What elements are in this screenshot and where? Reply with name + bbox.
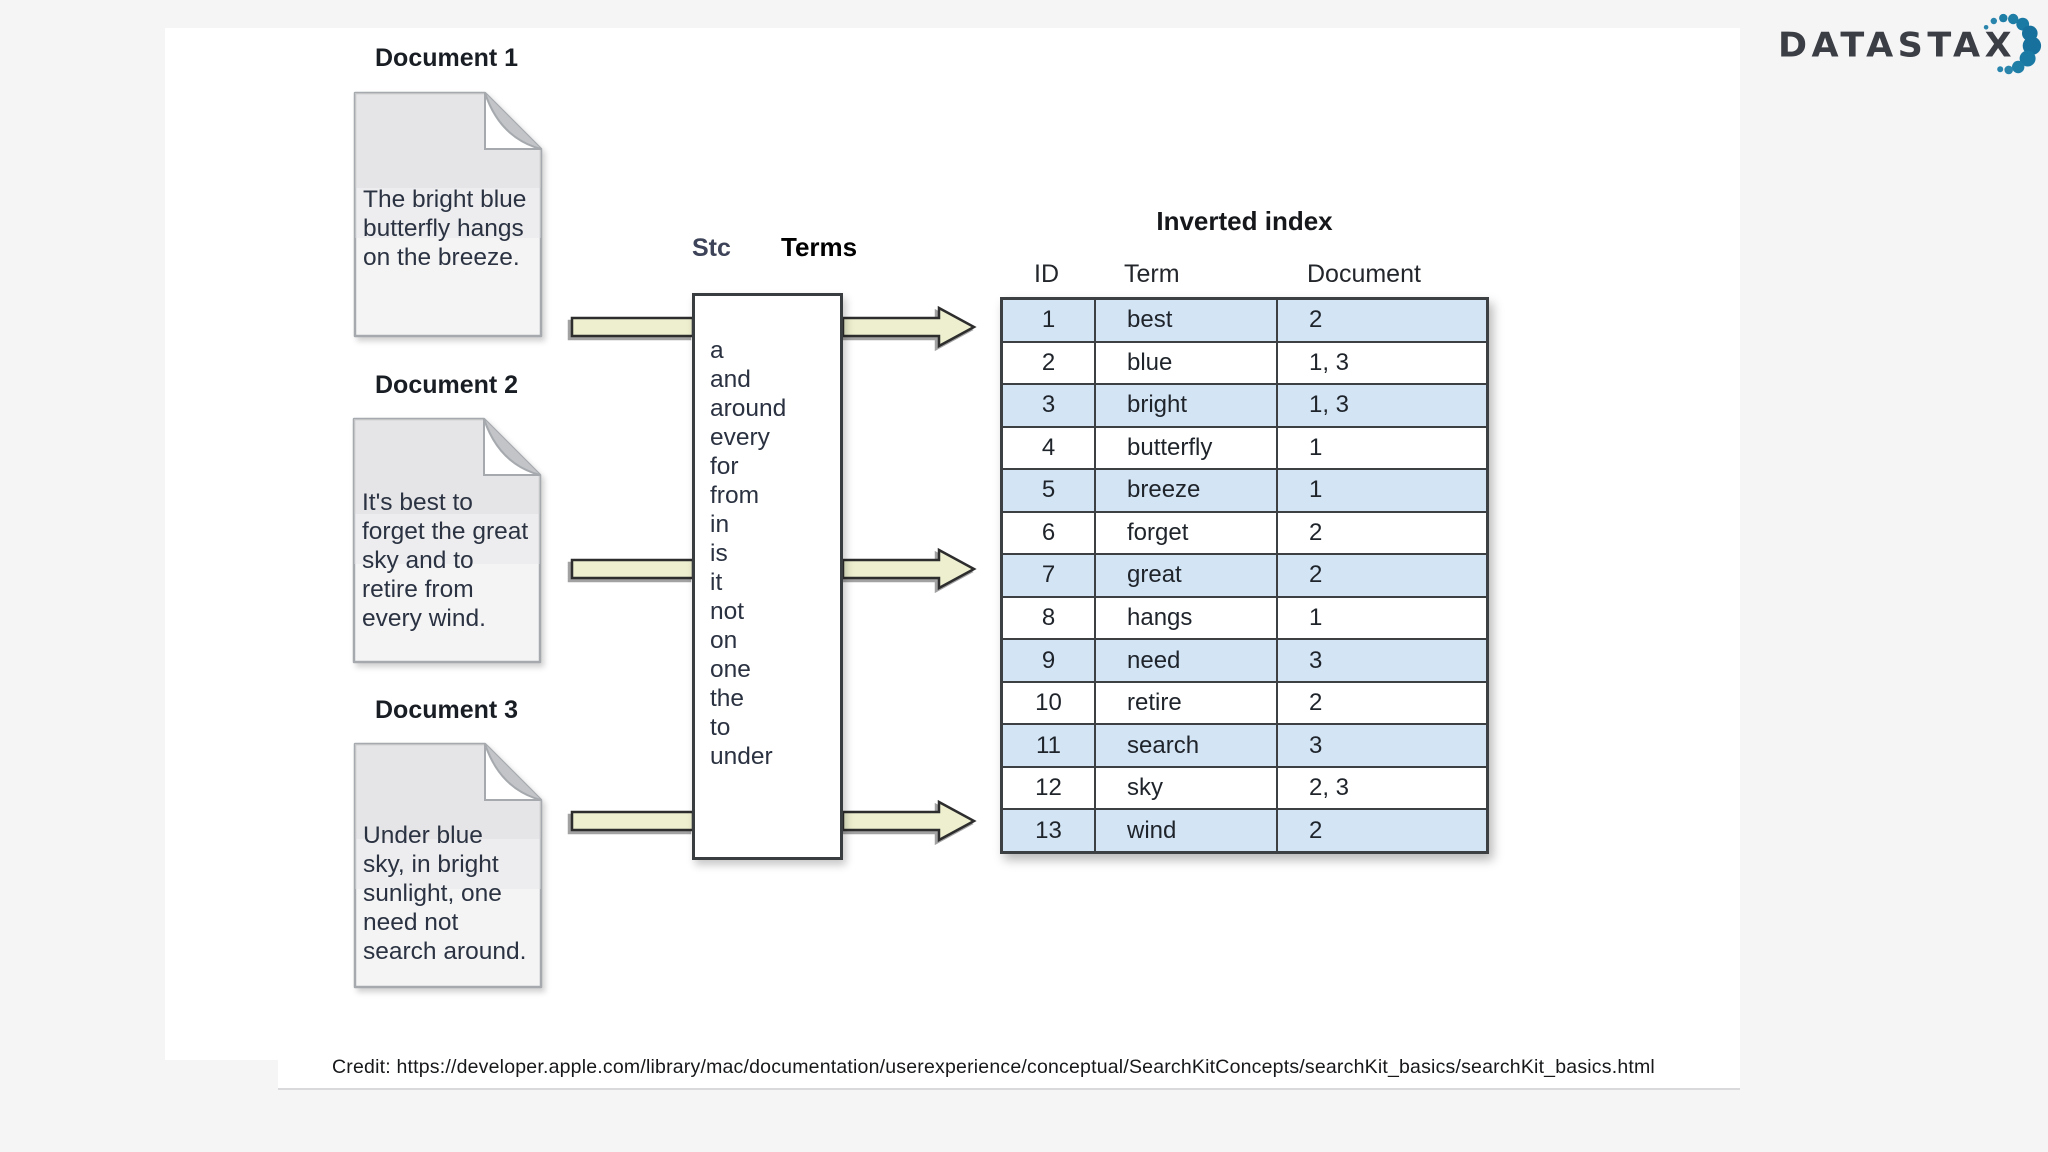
cell-document: 1, 3 — [1276, 385, 1486, 426]
flow-bar-doc2-icon — [570, 558, 695, 580]
cell-id: 12 — [1035, 774, 1062, 802]
stop-word: a — [710, 337, 724, 364]
document-3-text: Under blue sky, in bright sunlight, one … — [363, 822, 527, 965]
cell-document: 1 — [1276, 597, 1486, 639]
flow-bar-doc1-icon — [570, 316, 695, 338]
cell-document: 3 — [1276, 725, 1486, 766]
stop-word: under — [710, 743, 773, 770]
cell-term: blue — [1094, 342, 1276, 384]
flow-arrow-index1-icon — [841, 305, 977, 349]
cell-document: 2 — [1276, 810, 1486, 851]
column-header-id: ID — [1034, 260, 1059, 288]
cell-term: search — [1094, 725, 1276, 766]
flow-bar-doc3-icon — [570, 810, 695, 832]
cell-id: 9 — [1041, 646, 1056, 674]
cell-id: 7 — [1041, 561, 1056, 589]
document-1-page-icon: The bright blue butterfly hangs on the b… — [350, 88, 546, 341]
cell-id: 13 — [1035, 816, 1062, 844]
stop-word: the — [710, 685, 745, 712]
cell-id: 8 — [1041, 603, 1056, 631]
cell-term: breeze — [1094, 470, 1276, 511]
flow-arrow-index2-icon — [841, 547, 977, 591]
page-icon — [352, 417, 542, 664]
stop-word: it — [710, 569, 723, 596]
cell-id: 10 — [1035, 689, 1062, 717]
stopwords-partial-label: Stc — [692, 234, 731, 262]
page-icon — [353, 91, 543, 338]
credit-line: Credit: https://developer.apple.com/libr… — [332, 1055, 1655, 1078]
cell-id: 11 — [1036, 731, 1061, 759]
cell-id: 5 — [1041, 476, 1056, 504]
stop-word: not — [710, 598, 745, 625]
datastax-dots-icon — [1983, 13, 2042, 75]
cell-id: 1 — [1041, 306, 1056, 334]
stop-word: from — [710, 482, 759, 509]
cell-document: 1, 3 — [1276, 342, 1486, 384]
cell-id: 3 — [1041, 391, 1056, 419]
stop-word: one — [710, 656, 751, 683]
document-2-label: Document 2 — [375, 371, 519, 399]
document-1-text: The bright blue butterfly hangs on the b… — [363, 186, 527, 271]
inverted-index-title: Inverted index — [1156, 206, 1333, 236]
document-2-text: It's best to forget the great sky and to… — [362, 489, 529, 632]
credit-bar: Credit: https://developer.apple.com/libr… — [278, 1046, 1740, 1090]
datastax-wordmark: DATASTAX — [1778, 26, 2017, 66]
cell-document: 3 — [1276, 640, 1486, 681]
cell-document: 2, 3 — [1276, 767, 1486, 809]
stop-word: is — [710, 540, 728, 567]
cell-term: hangs — [1094, 597, 1276, 639]
flow-arrow-index3-icon — [841, 799, 977, 843]
stop-word: to — [710, 714, 731, 741]
stop-word: and — [710, 366, 751, 393]
cell-id: 4 — [1041, 433, 1056, 461]
column-header-document: Document — [1307, 260, 1421, 288]
document-3-page-icon: Under blue sky, in bright sunlight, one … — [350, 739, 546, 992]
stop-word: for — [710, 453, 739, 480]
cell-document: 2 — [1276, 300, 1486, 341]
cell-id: 2 — [1041, 348, 1056, 376]
cell-document: 2 — [1276, 555, 1486, 596]
cell-id: 6 — [1041, 518, 1056, 546]
cell-term: sky — [1094, 767, 1276, 809]
cell-document: 1 — [1276, 427, 1486, 469]
cell-document: 2 — [1276, 512, 1486, 554]
stop-word: around — [710, 395, 787, 422]
stop-word: in — [710, 511, 730, 538]
document-2-page-icon: It's best to forget the great sky and to… — [349, 414, 545, 667]
cell-document: 2 — [1276, 682, 1486, 724]
cell-term: butterfly — [1094, 427, 1276, 469]
document-1-label: Document 1 — [375, 44, 519, 72]
datastax-logo: DATASTAX — [1778, 18, 2016, 74]
cell-term: forget — [1094, 512, 1276, 554]
cell-term: great — [1094, 555, 1276, 596]
cell-term: need — [1094, 640, 1276, 681]
cell-term: retire — [1094, 682, 1276, 724]
document-3-label: Document 3 — [375, 696, 519, 724]
cell-term: best — [1094, 300, 1276, 341]
terms-label: Terms — [781, 232, 858, 262]
cell-document: 1 — [1276, 470, 1486, 511]
page-icon — [353, 742, 543, 989]
stop-word: on — [710, 627, 738, 654]
cell-term: bright — [1094, 385, 1276, 426]
cell-term: wind — [1094, 810, 1276, 851]
stop-word: every — [710, 424, 770, 451]
column-header-term: Term — [1124, 260, 1180, 288]
